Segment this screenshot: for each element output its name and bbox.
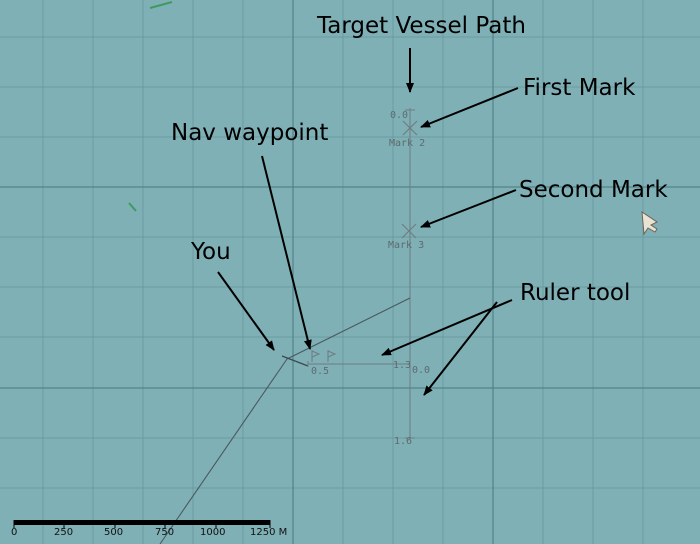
mouse-pointer-icon	[641, 211, 658, 236]
scale-tick-label: 750	[155, 527, 175, 538]
arrow-you	[217, 271, 275, 351]
mark-3-symbol[interactable]	[401, 223, 417, 239]
ruler-distance-label: 0.0	[412, 365, 431, 376]
floating-debris	[149, 1, 173, 9]
floating-debris	[128, 202, 137, 212]
scale-tick-label: 1250 M	[250, 527, 288, 538]
mark-2-label: Mark 2	[389, 138, 426, 149]
scale-tick-label: 250	[54, 527, 74, 538]
scale-tick-label: 0	[11, 527, 18, 538]
arrow-first-mark	[420, 87, 519, 128]
annotation-first-mark: First Mark	[523, 75, 636, 101]
arrow-second-mark	[420, 189, 517, 228]
mark-2-symbol[interactable]	[402, 120, 418, 136]
ruler-distance-label: 1.3	[393, 360, 412, 371]
scale-bar	[13, 520, 271, 528]
annotation-you: You	[191, 239, 231, 265]
annotation-nav-waypoint: Nav waypoint	[171, 120, 329, 146]
arrow-nav-waypoint	[261, 155, 312, 350]
target-vessel-path	[405, 108, 415, 440]
annotation-arrows	[217, 48, 519, 396]
annotation-second-mark: Second Mark	[519, 177, 668, 203]
ruler-distance-label: 1.6	[394, 436, 413, 447]
nav-waypoint-flag[interactable]	[311, 350, 337, 362]
scale-tick-label: 500	[104, 527, 124, 538]
arrow-ruler-2	[423, 301, 498, 396]
annotation-ruler-tool: Ruler tool	[520, 280, 631, 306]
annotation-target-vessel-path: Target Vessel Path	[317, 13, 526, 39]
scale-tick-label: 1000	[200, 527, 226, 538]
ruler-distance-label: 0.5	[311, 366, 330, 377]
mark-2-range-label: 0.0	[390, 110, 409, 121]
mark-3-label: Mark 3	[388, 240, 425, 251]
own-ship-marker[interactable]	[281, 355, 309, 367]
ruler-tool-line[interactable]	[307, 361, 410, 367]
